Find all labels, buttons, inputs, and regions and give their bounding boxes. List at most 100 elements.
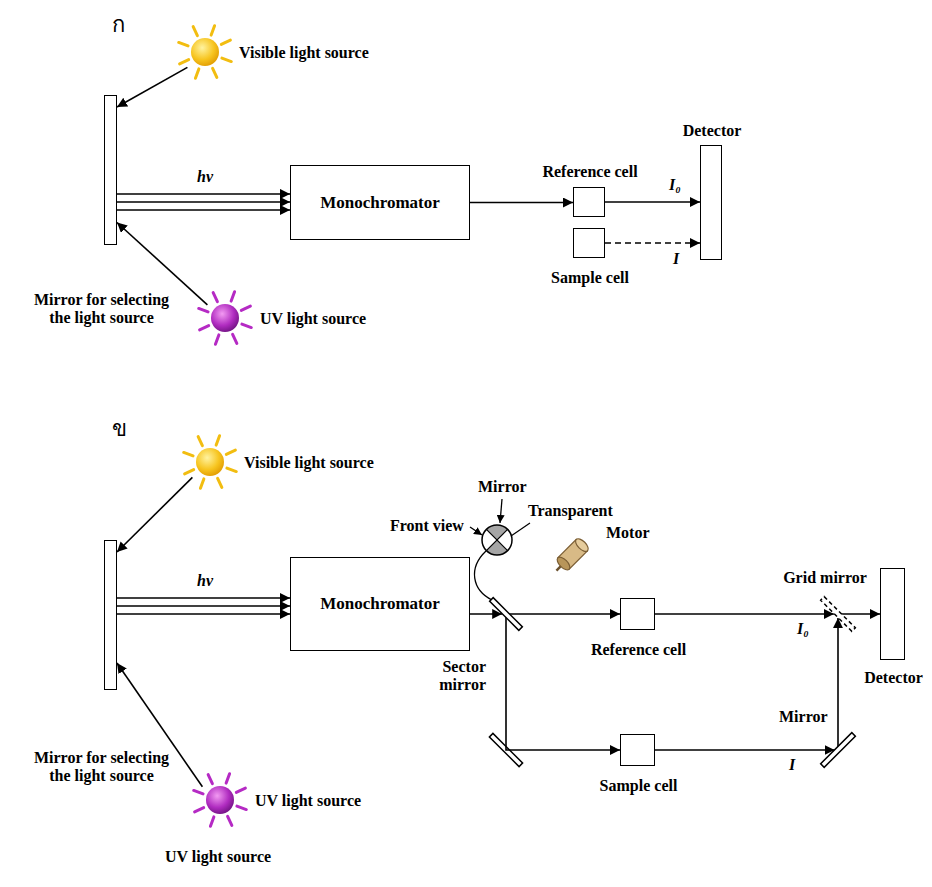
beam-label: I bbox=[788, 756, 796, 774]
selector-mirror: Mirror for selecting the light source bbox=[104, 540, 117, 690]
lamp-icon bbox=[188, 440, 232, 484]
beam-label: I bbox=[672, 250, 680, 268]
part-label: Front view bbox=[390, 517, 464, 535]
beam-arrow bbox=[605, 243, 700, 244]
lamp-ray bbox=[222, 58, 231, 61]
monochromator-box-label: Monochromator bbox=[320, 193, 440, 213]
detector: Detector bbox=[880, 568, 905, 660]
beam-arrow bbox=[117, 477, 192, 552]
lamp-ray bbox=[233, 334, 237, 343]
sector-mirror: Sector mirror bbox=[490, 598, 522, 630]
beam-arrow bbox=[506, 614, 620, 750]
beam-line bbox=[506, 614, 620, 750]
light-source: Visible light source bbox=[188, 440, 232, 484]
light-source-label: Visible light source bbox=[239, 44, 369, 62]
lamp-glyph bbox=[184, 436, 237, 489]
connector-group bbox=[117, 67, 880, 786]
sample-cell-label: Sample cell bbox=[600, 777, 678, 795]
beam-line bbox=[655, 749, 835, 751]
leader-arrow bbox=[500, 499, 502, 523]
sample-cell-label: Sample cell bbox=[551, 269, 629, 287]
lamp-ray bbox=[227, 468, 236, 471]
lamp-ray bbox=[195, 69, 198, 78]
figure-letter: ข bbox=[112, 416, 127, 441]
lamp-ray bbox=[231, 292, 234, 301]
lamp-ray bbox=[228, 816, 232, 825]
beam-label: hv bbox=[196, 168, 214, 186]
figure-letter: ก bbox=[112, 12, 125, 37]
mirror-plate bbox=[490, 598, 523, 631]
selector-mirror: Mirror for selecting the light source bbox=[104, 95, 117, 245]
lamp-ray bbox=[195, 808, 204, 812]
leader-line bbox=[511, 523, 530, 536]
lamp-ray bbox=[237, 806, 246, 809]
monochromator-box-label: Monochromator bbox=[320, 594, 440, 614]
part-label: Transparent bbox=[528, 502, 613, 520]
disc-divider bbox=[486, 529, 507, 550]
beam-arrow bbox=[470, 202, 573, 203]
detector: Detector bbox=[700, 145, 722, 260]
sample-cell: Sample cell bbox=[620, 734, 655, 766]
beam-arrow bbox=[117, 598, 290, 614]
lamp-ray bbox=[213, 293, 217, 302]
beam-line bbox=[117, 193, 290, 195]
beam-line bbox=[605, 242, 700, 244]
lamp-ray bbox=[226, 450, 235, 454]
beam-arrow bbox=[470, 613, 502, 614]
leader-arrow bbox=[470, 527, 482, 535]
beam-line bbox=[506, 613, 620, 615]
beam-line bbox=[117, 605, 290, 607]
disc-divider bbox=[486, 529, 507, 550]
lamp-ray bbox=[200, 326, 209, 330]
grid-mirror: Grid mirror bbox=[821, 597, 855, 631]
light-source: UV light source bbox=[198, 778, 242, 822]
reference-cell: Reference cell bbox=[620, 598, 655, 630]
lamp-ray bbox=[179, 42, 188, 45]
lamp-ray bbox=[194, 790, 203, 793]
lamp-ray bbox=[242, 324, 251, 327]
beam-line bbox=[837, 618, 839, 750]
lamp-ray bbox=[200, 479, 203, 488]
sector-mirror-label: Sector mirror bbox=[430, 658, 486, 695]
beam-line bbox=[655, 613, 834, 615]
reference-cell-label: Reference cell bbox=[542, 163, 637, 181]
beam-arrow bbox=[838, 614, 880, 615]
plane-mirror-label: Mirror bbox=[779, 708, 828, 726]
beam-label: hv bbox=[196, 572, 214, 590]
mirror-plate bbox=[821, 733, 856, 768]
motor-symbol bbox=[551, 537, 591, 577]
lamp-ray bbox=[241, 306, 250, 310]
motor-end bbox=[555, 555, 572, 572]
beam-arrow bbox=[838, 618, 839, 750]
beam-label: I₀ bbox=[796, 620, 810, 638]
lamp-icon bbox=[183, 30, 227, 74]
reference-cell: Reference cell bbox=[573, 187, 605, 217]
lamp-ray bbox=[211, 26, 214, 35]
reference-cell-label: Reference cell bbox=[591, 641, 686, 659]
lamp-ray bbox=[236, 788, 245, 792]
lamp-ray bbox=[221, 40, 230, 44]
lamp-glyph bbox=[199, 292, 252, 345]
lamp-glyph bbox=[194, 774, 247, 827]
beam-line bbox=[605, 201, 700, 203]
monochromator-box: Monochromator bbox=[290, 557, 470, 651]
lamp-ray bbox=[216, 436, 219, 445]
grid-mirror-label: Grid mirror bbox=[783, 569, 867, 587]
lamp-bulb bbox=[196, 448, 224, 476]
lamp-ray bbox=[215, 335, 218, 344]
light-source-label: UV light source bbox=[255, 792, 361, 810]
beam-arrow bbox=[605, 202, 700, 203]
light-source-label: Visible light source bbox=[244, 454, 374, 472]
beam-line bbox=[470, 613, 502, 615]
beam-arrow bbox=[117, 194, 290, 210]
beam-arrow bbox=[655, 614, 834, 615]
lamp-icon bbox=[198, 778, 242, 822]
beam-line bbox=[117, 67, 187, 107]
monochromator-box: Monochromator bbox=[290, 165, 470, 240]
lamp-ray bbox=[198, 437, 202, 446]
lamp-bulb bbox=[191, 38, 219, 66]
mirror-icon bbox=[821, 733, 855, 767]
beam-line bbox=[117, 613, 290, 615]
front-view-disc bbox=[482, 525, 512, 555]
beam-line bbox=[838, 613, 880, 615]
